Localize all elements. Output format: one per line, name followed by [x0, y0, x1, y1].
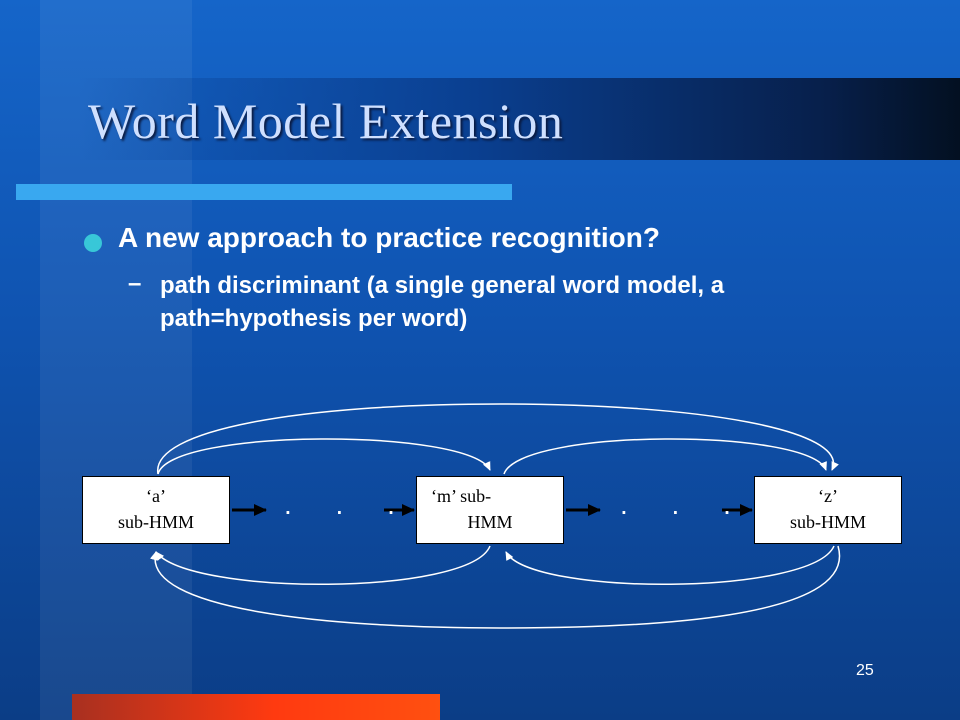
box-m-line2: HMM [467, 512, 513, 532]
arc-bottom-z-to-a [150, 545, 841, 629]
sub-hmm-a-box: ‘a’ sub-HMM [82, 476, 230, 544]
box-a-line2: sub-HMM [117, 512, 194, 532]
arc-top-m-to-z [503, 438, 827, 475]
page-number: 25 [856, 662, 874, 679]
arc-bottom-z-to-m [505, 545, 835, 585]
sub-bullet-dash: – [128, 270, 142, 297]
ellipsis-left: . . . [284, 489, 413, 520]
box-z-line2: sub-HMM [789, 512, 866, 532]
bullet-dot-icon [84, 234, 102, 252]
title-accent-bar [16, 184, 512, 200]
box-m-line1: ‘m’ sub- [431, 486, 492, 506]
box-z-line1: ‘z’ [818, 486, 838, 506]
arc-bottom-m-to-a [155, 545, 491, 585]
arc-top-a-to-m [157, 438, 491, 475]
sub-hmm-m-box: ‘m’ sub- HMM [416, 476, 564, 544]
ellipsis-right: . . . [620, 489, 749, 520]
bottom-accent-bar [72, 694, 440, 720]
sub-bullet-text: path discriminant (a single general word… [160, 272, 725, 332]
arc-top-a-to-z [157, 403, 839, 475]
title-band [78, 78, 960, 160]
bullet-main-text: A new approach to practice recognition? [118, 222, 660, 253]
slide-title: Word Model Extension [88, 93, 564, 149]
sub-hmm-z-box: ‘z’ sub-HMM [754, 476, 902, 544]
box-a-line1: ‘a’ [146, 486, 166, 506]
